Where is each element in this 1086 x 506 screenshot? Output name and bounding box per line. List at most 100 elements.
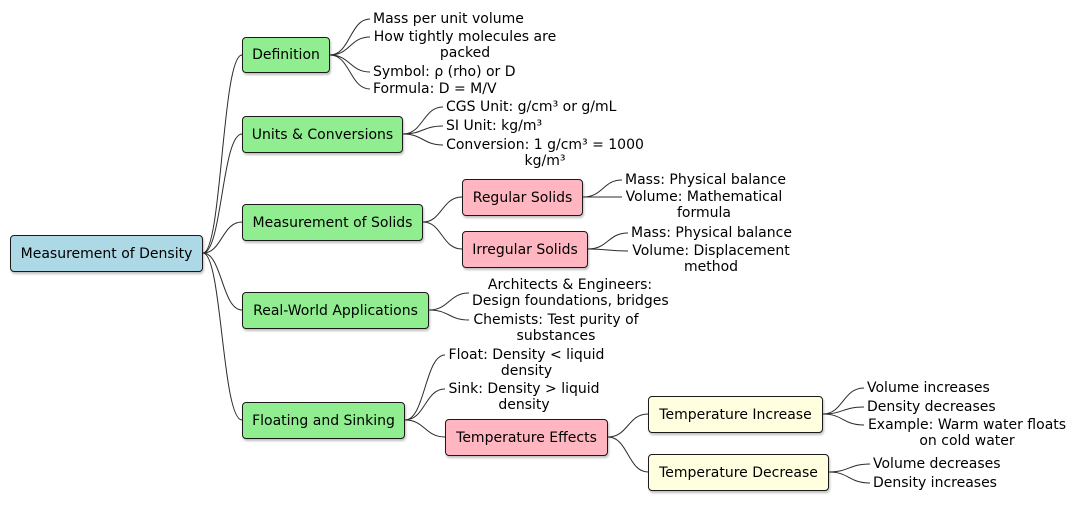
- branch-label: Real-World Applications: [253, 302, 418, 319]
- branch-floating-and-sinking: Floating and Sinking: [242, 402, 405, 439]
- branch-label: Definition: [252, 47, 320, 63]
- leaf-text: Density decreases: [867, 399, 996, 415]
- leaf-text: Density increases: [873, 475, 997, 491]
- leaf-si-unit: SI Unit: kg/m³: [446, 118, 542, 134]
- node-temperature-increase: Temperature Increase: [648, 396, 823, 433]
- branch-units-conversions: Units & Conversions: [242, 116, 403, 153]
- link-root-solids: [202, 221, 243, 254]
- link-temperature-increase: [607, 413, 649, 438]
- node-temperature-decrease: Temperature Decrease: [648, 454, 829, 491]
- leaf-text: substances: [516, 328, 596, 344]
- leaf-volume-increases: Volume increases: [867, 380, 990, 396]
- leaf-architects-engineers: Architects & Engineers: Design foundatio…: [472, 277, 669, 309]
- leaf-text: Mass: Physical balance: [631, 225, 792, 241]
- branch-label: Floating and Sinking: [252, 412, 395, 429]
- node-label: Regular Solids: [472, 189, 573, 206]
- link-solids-regular: [422, 196, 463, 223]
- node-label: Temperature Effects: [456, 429, 597, 446]
- leaf-warm-water-example: Example: Warm water floats on cold water: [867, 417, 1067, 449]
- node-label: Temperature Increase: [659, 406, 812, 423]
- link-applications-leaf: [428, 309, 470, 321]
- leaf-molecule-packing: How tightly molecules are packed: [373, 29, 557, 61]
- node-regular-solids: Regular Solids: [462, 179, 583, 216]
- leaf-text: packed: [439, 45, 491, 61]
- link-units-leaf: [402, 106, 444, 135]
- link-temperature-decrease: [607, 436, 649, 473]
- leaf-regular-mass: Mass: Physical balance: [625, 172, 786, 188]
- link-floating-temperature: [404, 419, 446, 438]
- leaf-text: Sink: Density > liquid: [448, 381, 600, 397]
- leaf-chemists: Chemists: Test purity of substances: [472, 312, 640, 344]
- leaf-text: formula: [677, 205, 731, 221]
- link-solids-irregular: [422, 221, 463, 250]
- link-root-applications: [202, 252, 243, 311]
- link-regular-leaf: [582, 179, 623, 198]
- root-label: Measurement of Density: [20, 245, 193, 262]
- leaf-text: Volume: Displacement: [632, 243, 790, 259]
- branch-label: Units & Conversions: [251, 126, 394, 143]
- link-definition-leaf: [329, 54, 371, 73]
- leaf-text: Design foundations, bridges: [472, 293, 669, 309]
- link-increase-leaf: [822, 413, 865, 426]
- link-floating-leaf: [404, 354, 446, 421]
- link-definition-leaf: [329, 36, 371, 56]
- node-label: Temperature Decrease: [659, 464, 818, 481]
- leaf-text: Volume decreases: [873, 456, 1001, 472]
- leaf-irregular-volume: Volume: Displacement method: [631, 243, 791, 275]
- link-units-leaf: [402, 133, 444, 146]
- leaf-text: Symbol: ρ (rho) or D: [373, 64, 516, 80]
- leaf-irregular-mass: Mass: Physical balance: [631, 225, 792, 241]
- branch-measurement-of-solids: Measurement of Solids: [242, 204, 423, 241]
- node-temperature-effects: Temperature Effects: [445, 419, 608, 456]
- node-label: Irregular Solids: [472, 241, 578, 258]
- leaf-density-decreases: Density decreases: [867, 399, 996, 415]
- link-irregular-leaf: [587, 248, 629, 252]
- link-root-definition: [202, 54, 243, 254]
- leaf-text: How tightly molecules are: [373, 29, 557, 45]
- leaf-text: method: [683, 259, 739, 275]
- link-applications-leaf: [428, 292, 470, 311]
- leaf-float: Float: Density < liquid density: [448, 347, 605, 379]
- leaf-formula: Formula: D = M/V: [373, 81, 497, 97]
- leaf-cgs-unit: CGS Unit: g/cm³ or g/mL: [446, 99, 616, 115]
- link-definition-leaf: [329, 18, 371, 56]
- root-node: Measurement of Density: [10, 235, 203, 272]
- leaf-text: Example: Warm water floats: [867, 417, 1067, 433]
- leaf-text: SI Unit: kg/m³: [446, 118, 543, 134]
- leaf-text: Mass: Physical balance: [625, 172, 786, 188]
- link-root-floating: [202, 252, 243, 421]
- leaf-density-increases: Density increases: [873, 475, 997, 491]
- leaf-text: CGS Unit: g/cm³ or g/mL: [446, 99, 617, 115]
- leaf-text: Conversion: 1 g/cm³ = 1000: [446, 137, 644, 153]
- leaf-text: Chemists: Test purity of: [473, 312, 639, 328]
- leaf-regular-volume: Volume: Mathematical formula: [625, 189, 783, 221]
- link-definition-leaf: [329, 54, 371, 90]
- leaf-text: Volume: Mathematical: [625, 189, 783, 205]
- leaf-text: density: [500, 363, 553, 379]
- link-floating-leaf: [404, 388, 446, 421]
- node-irregular-solids: Irregular Solids: [462, 231, 588, 268]
- leaf-symbol: Symbol: ρ (rho) or D: [373, 64, 516, 80]
- leaf-text: Volume increases: [867, 380, 990, 396]
- leaf-text: Architects & Engineers:: [487, 277, 653, 293]
- branch-real-world-applications: Real-World Applications: [242, 292, 429, 329]
- link-root-units: [202, 133, 243, 254]
- link-decrease-leaf: [828, 471, 871, 484]
- branch-definition: Definition: [242, 37, 330, 73]
- leaf-text: Mass per unit volume: [373, 11, 524, 27]
- link-irregular-leaf: [587, 232, 629, 250]
- leaf-sink: Sink: Density > liquid density: [448, 381, 600, 413]
- leaf-mass-per-unit-volume: Mass per unit volume: [373, 11, 524, 27]
- leaf-text: kg/m³: [524, 153, 566, 169]
- link-increase-leaf: [822, 387, 865, 415]
- leaf-text: Formula: D = M/V: [373, 81, 497, 97]
- leaf-text: on cold water: [919, 433, 1015, 449]
- leaf-volume-decreases: Volume decreases: [873, 456, 1001, 472]
- leaf-conversion: Conversion: 1 g/cm³ = 1000 kg/m³: [446, 137, 644, 169]
- link-decrease-leaf: [828, 463, 871, 473]
- leaf-text: Float: Density < liquid: [448, 347, 605, 363]
- branch-label: Measurement of Solids: [252, 214, 413, 231]
- leaf-text: density: [498, 397, 550, 413]
